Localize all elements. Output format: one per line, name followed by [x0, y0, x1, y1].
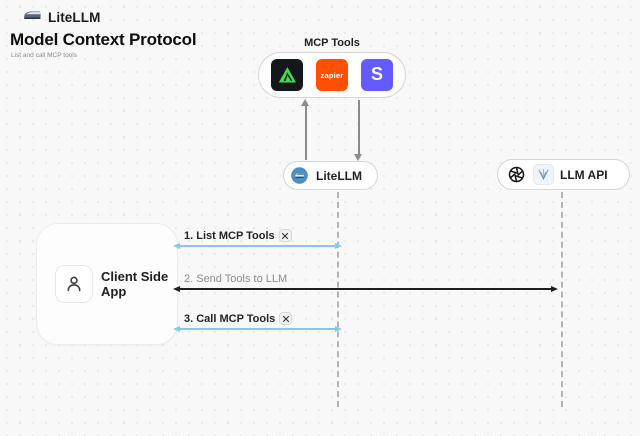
litellm-train-logo-icon — [22, 8, 42, 27]
arrow-left-icon — [173, 325, 180, 332]
llm-api-node-label: LLM API — [560, 167, 608, 182]
stripe-letter: S — [370, 64, 383, 84]
green-triangle-tool-icon — [271, 59, 303, 91]
arrow-right-icon — [335, 325, 342, 332]
message-1-label: 1. List MCP Tools — [184, 229, 292, 242]
message-2-arrow — [173, 285, 558, 292]
litellm-node: LiteLLM — [283, 161, 378, 190]
brand: LiteLLM — [22, 8, 100, 27]
message-1-arrow — [173, 242, 342, 249]
llm-api-lifeline — [561, 192, 563, 407]
arrow-right-icon — [335, 242, 342, 249]
message-1-text: 1. List MCP Tools — [184, 229, 275, 242]
message-2-text: 2. Send Tools to LLM — [184, 273, 288, 285]
mcp-tools-container: zapier S — [258, 52, 406, 98]
page-title: Model Context Protocol — [10, 30, 197, 49]
tools-icon — [279, 312, 293, 325]
litellm-to-mcp-line — [305, 102, 307, 160]
person-icon — [55, 265, 93, 303]
zapier-wordmark: zapier — [320, 70, 344, 80]
arrow-right-icon — [551, 285, 558, 292]
llm-api-node: LLM API — [497, 159, 630, 190]
page-subtitle: List and call MCP tools — [11, 52, 77, 59]
client-side-app-node: Client Side App — [36, 223, 178, 345]
litellm-lifeline — [337, 192, 339, 407]
arrow-down-icon — [354, 154, 362, 161]
tools-icon — [278, 229, 292, 242]
stripe-icon: S — [361, 59, 393, 91]
brand-name: LiteLLM — [48, 10, 101, 25]
mcp-to-litellm-line — [358, 100, 360, 156]
message-3-label: 3. Call MCP Tools — [184, 312, 293, 325]
arrow-up-icon — [301, 99, 309, 106]
arrow-left-icon — [173, 285, 180, 292]
zapier-icon: zapier — [316, 59, 348, 91]
litellm-node-label: LiteLLM — [316, 168, 362, 183]
message-2-label: 2. Send Tools to LLM — [184, 273, 287, 285]
llm-provider-icon — [533, 164, 554, 185]
litellm-circle-logo-icon — [290, 166, 309, 185]
message-3-arrow — [173, 325, 342, 332]
message-3-text: 3. Call MCP Tools — [184, 312, 276, 325]
mcp-tools-label: MCP Tools — [304, 37, 360, 49]
client-side-app-label: Client Side App — [101, 269, 169, 299]
arrow-left-icon — [173, 242, 180, 249]
openai-logo-icon — [506, 164, 527, 185]
